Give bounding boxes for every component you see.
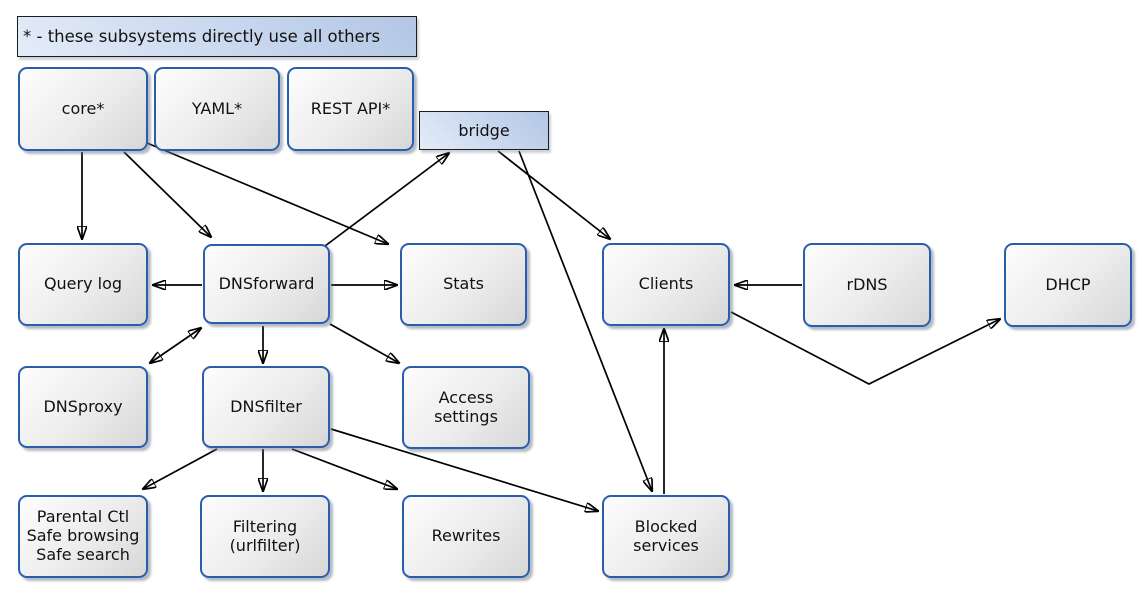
node-query-log-label: Query log [43, 274, 123, 294]
edge-bridge-clients [497, 150, 610, 239]
node-query-log: Query log [18, 243, 148, 326]
node-rdns: rDNS [803, 243, 931, 327]
node-dnsproxy-label: DNSproxy [43, 396, 123, 416]
node-parental-line2: Safe browsing [26, 526, 140, 546]
node-dnsfilter-label: DNSfilter [230, 396, 302, 416]
node-dnsfilter: DNSfilter [202, 366, 330, 448]
node-rewrites-label: Rewrites [431, 526, 501, 546]
node-bridge-label: bridge [458, 121, 510, 140]
node-yaml: YAML* [154, 67, 280, 151]
edge-dnsforward-dnsproxy-bidirectional [150, 328, 201, 363]
node-clients: Clients [602, 243, 730, 326]
edge-clients-dhcp [730, 311, 1000, 385]
node-filtering-line2: (urlfilter) [229, 535, 301, 555]
node-bridge: bridge [419, 111, 549, 150]
node-core-label: core* [61, 98, 105, 118]
node-access-settings: Access settings [402, 366, 530, 449]
edge-dnsfilter-blocked [330, 428, 598, 511]
edge-dnsfilter-rewrites [291, 448, 397, 489]
node-access-settings-line2: settings [434, 406, 498, 426]
legend-note: * - these subsystems directly use all ot… [17, 16, 417, 57]
edge-core-dnsforward [123, 151, 211, 237]
edge-dnsforward-bridge [324, 153, 449, 247]
node-blocked-services: Blocked services [602, 495, 730, 578]
node-parental-line1: Parental Ctl [36, 507, 130, 527]
node-blocked-services-line2: services [633, 535, 699, 555]
node-blocked-services-line1: Blocked [634, 516, 698, 536]
node-filtering-line1: Filtering [232, 516, 298, 536]
node-yaml-label: YAML* [191, 98, 243, 118]
node-rdns-label: rDNS [846, 274, 888, 294]
node-stats: Stats [400, 243, 527, 326]
edge-bridge-blocked [518, 150, 652, 491]
node-parental-line3: Safe search [36, 544, 130, 564]
node-dnsproxy: DNSproxy [18, 366, 148, 448]
node-dhcp: DHCP [1004, 243, 1132, 327]
node-rest-api: REST API* [287, 67, 414, 151]
edge-dnsfilter-parental [143, 448, 218, 489]
node-parental-safebrowsing-safesearch: Parental Ctl Safe browsing Safe search [18, 495, 148, 578]
node-access-settings-line1: Access [438, 387, 494, 407]
node-dnsforward: DNSforward [203, 244, 330, 324]
node-filtering-urlfilter: Filtering (urlfilter) [200, 495, 330, 578]
node-stats-label: Stats [443, 274, 484, 294]
node-dnsforward-label: DNSforward [218, 273, 315, 293]
edge-core-stats [146, 142, 388, 244]
node-rest-api-label: REST API* [310, 98, 391, 118]
edge-dnsforward-access [329, 323, 399, 363]
node-rewrites: Rewrites [402, 495, 530, 578]
legend-note-text: * - these subsystems directly use all ot… [23, 27, 381, 46]
node-core: core* [18, 67, 148, 151]
node-clients-label: Clients [638, 274, 694, 294]
node-dhcp-label: DHCP [1045, 274, 1091, 294]
